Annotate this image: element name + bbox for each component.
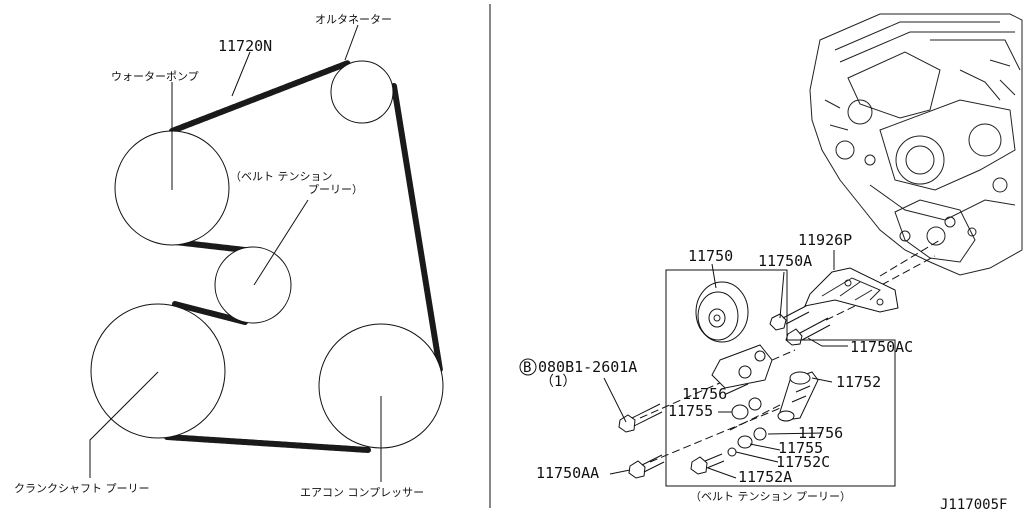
ac-compressor-label: エアコン コンプレッサー	[300, 486, 424, 499]
label-11752C: 11752C	[776, 453, 830, 471]
leader-line	[89, 371, 159, 478]
damper-11752	[777, 371, 819, 422]
leader-line	[253, 199, 309, 286]
bolt-symbol-circle	[519, 358, 537, 376]
label-11755-a: 11755	[668, 402, 713, 420]
tension-pulley-label-2: プーリー）	[308, 183, 363, 196]
label-11755-b: 11755	[778, 439, 823, 457]
tension-pulley	[214, 246, 292, 324]
label-11750: 11750	[688, 247, 733, 265]
water-pump-label: ウォーターポンプ	[111, 70, 199, 83]
belt-routing: オルタネーター 11720N ウォーターポンプ （ベルト テンション プーリー）…	[14, 13, 444, 499]
belt-segment	[169, 60, 351, 134]
label-11752A: 11752A	[738, 468, 792, 486]
tensioner-box-caption: （ベルト テンション プーリー）	[690, 490, 851, 503]
alternator-label: オルタネーター	[315, 13, 392, 26]
label-11756-b: 11756	[798, 424, 843, 442]
label-11752: 11752	[836, 373, 881, 391]
bolt-11750AA	[628, 454, 665, 479]
label-bolt-qty: （1）	[540, 374, 576, 390]
bolt-11752A	[690, 453, 725, 475]
belt-segment	[172, 301, 248, 325]
bushings	[727, 397, 767, 457]
bracket-11926P	[804, 267, 899, 313]
tension-pulley-11750	[695, 281, 773, 389]
belt-segment	[391, 83, 443, 373]
tensioner-assembly-box	[665, 269, 896, 487]
label-11750AA: 11750AA	[536, 464, 599, 482]
bolt-11750AC	[785, 317, 831, 346]
figure-id: J117005F	[940, 497, 1007, 512]
leader-line	[344, 24, 359, 61]
bolt-11750A	[769, 305, 810, 331]
bolt-080B1-2601A	[618, 403, 663, 433]
label-11926P: 11926P	[798, 231, 852, 249]
alternator-pulley	[330, 60, 394, 124]
right-leaders	[603, 250, 848, 479]
crankshaft-pulley-label: クランクシャフト プーリー	[14, 482, 150, 495]
assembly-line	[649, 403, 791, 463]
label-11756-a: 11756	[682, 385, 727, 403]
bolt-symbol-letter: B	[523, 360, 531, 376]
label-11750AC: 11750AC	[850, 338, 913, 356]
label-11750A: 11750A	[758, 252, 812, 270]
leader-line	[231, 51, 251, 97]
belt-part-label: 11720N	[218, 37, 272, 55]
label-080B1-2601A: 080B1-2601A	[538, 358, 637, 376]
tension-pulley-label-1: （ベルト テンション	[230, 170, 333, 183]
engine-block-illustration	[809, 13, 1023, 276]
crankshaft-pulley	[90, 303, 226, 439]
belt-segment	[164, 434, 371, 453]
